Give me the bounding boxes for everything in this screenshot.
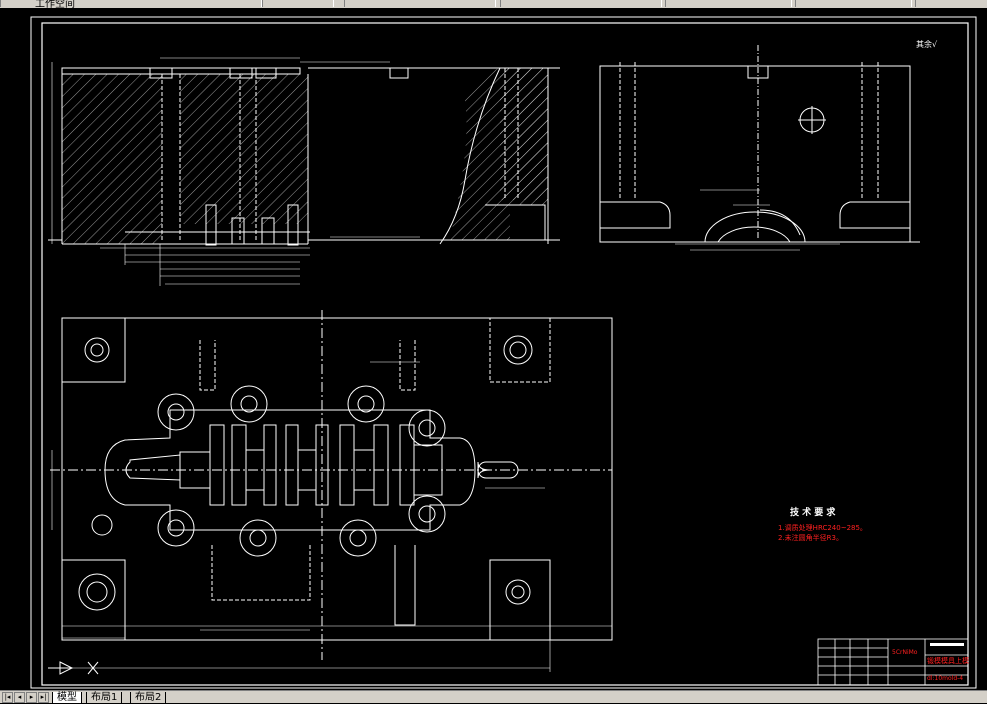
plotstyle-dropdown[interactable]	[915, 0, 987, 7]
tech-req-title: 技 术 要 求	[790, 506, 836, 518]
linetype-dropdown[interactable]	[665, 0, 792, 7]
roughness-note: 其余√	[916, 39, 938, 49]
lineweight-dropdown[interactable]	[795, 0, 912, 7]
side-view	[599, 45, 920, 251]
prev-tab-button[interactable]: ◂	[14, 692, 25, 703]
workspace-dropdown[interactable]: 工作空间	[0, 0, 262, 10]
plan-view	[50, 310, 613, 672]
next-tab-button[interactable]: ▸	[26, 692, 37, 703]
workspace-label: 工作空间	[35, 0, 75, 10]
ucs-icon	[48, 661, 99, 675]
tab-layout2[interactable]: 布局2	[130, 692, 167, 704]
title-part-name: 锻模模具上模	[927, 656, 969, 665]
front-section-view	[48, 57, 560, 286]
cad-drawing: 其余√ 技 术 要 求 1.调质处理HRC240~285。 2.未注圆角半径R3…	[30, 16, 977, 689]
sheet-inner-border	[41, 22, 969, 686]
drawing-canvas[interactable]: 其余√ 技 术 要 求 1.调质处理HRC240~285。 2.未注圆角半径R3…	[0, 8, 987, 690]
layout-tab-bar: |◂ ◂ ▸ ▸| 模型 布局1 布局2	[0, 690, 987, 704]
style-dropdown[interactable]	[500, 0, 662, 7]
tab-model[interactable]: 模型	[52, 692, 82, 704]
tech-req-line-1: 1.调质处理HRC240~285。	[778, 523, 867, 532]
title-logo-bar	[930, 643, 964, 646]
toolbar-icons[interactable]	[262, 0, 334, 7]
title-material: 5CrNiMo	[892, 649, 918, 656]
last-tab-button[interactable]: ▸|	[38, 692, 49, 703]
first-tab-button[interactable]: |◂	[2, 692, 13, 703]
tech-req-line-2: 2.未注圆角半径R3。	[778, 533, 843, 542]
tab-layout1[interactable]: 布局1	[86, 692, 123, 704]
title-block	[817, 638, 969, 686]
sheet-outer-border	[30, 16, 977, 689]
title-drawing-no: dl:10mold-4	[927, 675, 963, 682]
layer-dropdown[interactable]	[344, 0, 496, 7]
